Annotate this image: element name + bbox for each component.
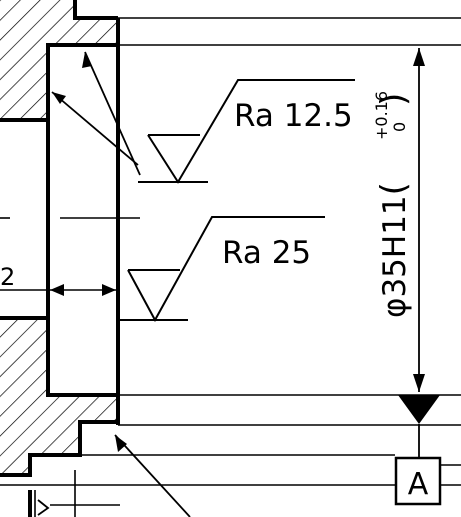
roughness-symbol-1 [138, 79, 355, 184]
diameter-dimension-text: φ35H11( +0.16 0 ) [372, 91, 414, 318]
lower-step-arrow [37, 499, 50, 516]
part-outline [0, 0, 120, 477]
tolerance-open-paren: ( [374, 182, 414, 195]
datum-triangle [398, 395, 440, 424]
edge-fragment-label: 2 [0, 263, 15, 291]
tolerance-upper: +0.16 [372, 91, 391, 140]
thin-lines [0, 17, 461, 517]
tolerance-lower: 0 [390, 122, 409, 132]
leader-lines [51, 51, 191, 517]
svg-text:φ35H11(: φ35H11( [374, 182, 414, 318]
roughness-label-1: Ra 12.5 [234, 98, 353, 134]
diameter-value: φ35H11 [377, 195, 413, 318]
datum-box [394, 456, 442, 506]
section-hatching [0, 0, 118, 475]
datum-label: A [408, 467, 429, 502]
roughness-symbol-2 [120, 216, 325, 323]
tolerance-close-paren: ) [374, 93, 414, 106]
roughness-label-2: Ra 25 [222, 235, 311, 271]
